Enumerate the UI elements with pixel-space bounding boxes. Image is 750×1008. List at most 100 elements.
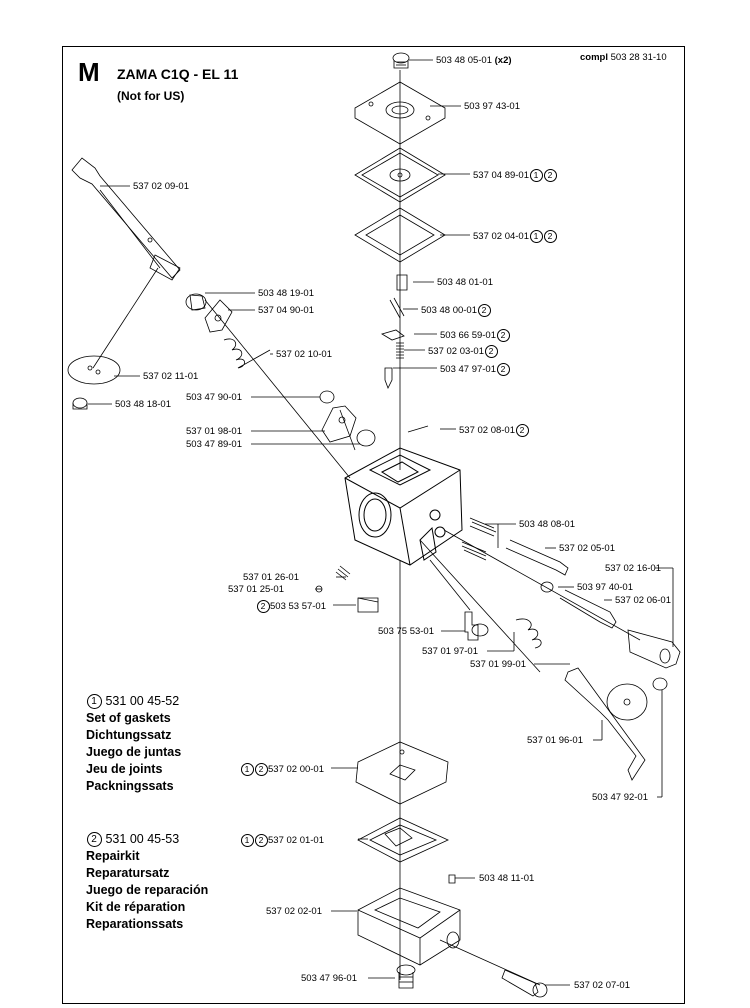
part-label: 503 97 43-01	[464, 101, 520, 112]
kit-mark-2: 2	[543, 169, 557, 182]
kit-name-en: Set of gaskets	[86, 711, 171, 725]
part-number: 503 53 57-01	[270, 601, 326, 613]
needle-valve-group	[381, 274, 408, 389]
part-label: 537 01 26-01	[243, 572, 299, 583]
kit-mark-2: 2	[477, 304, 491, 317]
kit-name-de: Dichtungssatz	[86, 728, 172, 742]
compl-prefix: compl	[580, 52, 608, 63]
kit-mark-1: 1	[529, 169, 543, 182]
part-label: 503 47 90-01	[186, 392, 242, 403]
part-label: 503 47 92-01	[592, 792, 648, 803]
kit-number: 531 00 45-52	[105, 694, 180, 708]
metering-gasket	[357, 817, 449, 863]
kit-mark-2: 2	[254, 834, 268, 847]
kit-repair-number: 2 531 00 45-53	[86, 831, 208, 848]
part-qty: (x2)	[494, 55, 512, 66]
kit-name-sv: Reparationssats	[86, 917, 184, 931]
part-label: 537 01 97-01	[422, 646, 478, 657]
kit-mark-2: 2	[496, 329, 510, 342]
part-label: 537 02 05-01	[559, 543, 615, 554]
part-label: 537 02 02-01	[266, 906, 322, 917]
carburetor-body	[344, 447, 463, 566]
page-subtitle: (Not for US)	[117, 89, 185, 103]
section-letter: M	[78, 57, 100, 87]
part-number: 537 02 01-01	[268, 835, 324, 847]
kit-mark-2: 2	[515, 424, 529, 437]
throttle-lever	[185, 293, 233, 333]
kit-mark-2: 2	[86, 832, 102, 848]
part-label: 537 02 07-01	[574, 980, 630, 991]
pump-diaphragm	[354, 147, 446, 203]
kit-mark-2: 2	[484, 345, 498, 358]
compl-number: 503 28 31-10	[610, 52, 667, 63]
part-label: 503 48 05-01 (x2)	[436, 55, 512, 66]
kit-name-fr: Jeu de joints	[86, 762, 163, 776]
part-label: 503 47 96-01	[301, 973, 357, 984]
part-number: 537 02 04-01	[473, 231, 529, 243]
adjusting-screws	[461, 517, 681, 669]
part-label: 503 75 53-01	[378, 626, 434, 637]
metering-diaphragm	[355, 741, 449, 805]
part-number: 537 04 89-01	[473, 170, 529, 182]
kit-name-es: Juego de reparación	[86, 883, 209, 897]
kit-mark-1: 1	[529, 230, 543, 243]
part-number: 503 48 05-01	[436, 55, 492, 66]
part-number: 503 47 97-01	[440, 364, 496, 376]
part-number: 537 02 03-01	[428, 346, 484, 358]
throttle-shaft	[71, 157, 181, 281]
kit-repair: 2 531 00 45-53 Repairkit Reparatursatz J…	[86, 831, 208, 933]
page-frame	[62, 46, 685, 1004]
part-label: 537 04 90-01	[258, 305, 314, 316]
choke-parts	[319, 390, 429, 447]
part-label: 537 02 09-01	[133, 181, 189, 192]
kit-mark-2: 2	[256, 600, 270, 613]
throttle-plate	[67, 355, 121, 410]
metering-cover	[357, 874, 461, 966]
kit-number: 531 00 45-53	[105, 832, 180, 846]
pump-cover	[354, 81, 446, 145]
kit-mark-2: 2	[496, 363, 510, 376]
part-label: 537 01 98-01	[186, 426, 242, 437]
kit-name-en: Repairkit	[86, 849, 140, 863]
part-number: 503 48 00-01	[421, 305, 477, 317]
part-label: 537 02 06-01	[615, 595, 671, 606]
kit-mark-1: 1	[240, 834, 254, 847]
part-label: 503 47 89-01	[186, 439, 242, 450]
kit-mark-2: 2	[543, 230, 557, 243]
part-number: 503 66 59-01	[440, 330, 496, 342]
part-label: 503 97 40-01	[577, 582, 633, 593]
kit-gaskets: 1 531 00 45-52 Set of gaskets Dichtungss…	[86, 693, 181, 795]
kit-name-fr: Kit de réparation	[86, 900, 186, 914]
lower-small-parts	[315, 565, 542, 649]
return-spring	[223, 338, 271, 369]
kit-gaskets-number: 1 531 00 45-52	[86, 693, 181, 710]
part-label: 537 01 96-01	[527, 735, 583, 746]
kit-mark-2: 2	[254, 763, 268, 776]
kit-name-es: Juego de juntas	[86, 745, 182, 759]
part-label: 503 48 01-01	[437, 277, 493, 288]
part-label: 537 01 25-01	[228, 584, 284, 595]
part-number: 537 02 00-01	[268, 764, 324, 776]
complete-assembly-number: compl 503 28 31-10	[580, 52, 667, 63]
part-label: 503 48 18-01	[115, 399, 171, 410]
kit-mark-1: 1	[240, 763, 254, 776]
pump-gasket	[354, 207, 446, 263]
part-label: 537 02 16-01	[605, 563, 661, 574]
part-label: 537 02 11-01	[143, 371, 199, 382]
part-label: 503 48 11-01	[479, 873, 535, 884]
choke-shaft	[564, 667, 668, 781]
part-label: 503 48 19-01	[258, 288, 314, 299]
part-label: 537 02 10-01	[276, 349, 332, 360]
kit-mark-1: 1	[86, 694, 102, 710]
kit-name-sv: Packningssats	[86, 779, 174, 793]
